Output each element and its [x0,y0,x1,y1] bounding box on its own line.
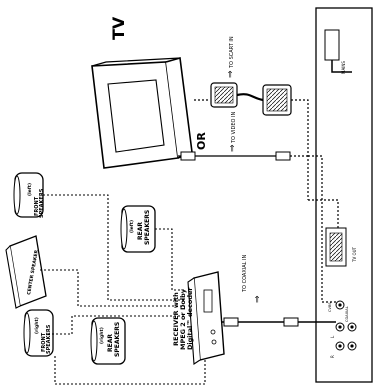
scart-plug-player [262,84,292,116]
coaxial-plug-receiver [223,317,239,327]
audio-r-label: R [330,355,335,358]
cvbs-label: CVBS [328,302,332,312]
scart-plug-tv [210,82,238,108]
front-left-name-2: SPEAKERS [39,188,45,218]
rear-right-speaker [90,317,126,365]
player-rear-panel: MAINS TV OUT CVBS COAXIAL L R [315,7,373,383]
coaxial-arrow: ⇒ [253,295,263,303]
tv-label: TV [109,16,128,40]
receiver-line-3: Digital™ decoder [186,287,194,350]
rear-right-name-2: SPEAKERS [114,322,121,357]
audio-l-label: L [330,335,335,338]
or-label: OR [195,132,208,150]
mains-label: MAINS [341,61,346,74]
front-left-name-1: FRONT [34,196,40,216]
coaxial-plug-player [283,317,299,327]
wire-front-right [48,315,185,335]
scart-arrow: ⇒ [226,70,236,78]
receiver-unit [187,271,225,365]
front-left-speaker [13,172,44,218]
front-right-name-2: SPEAKERS [46,324,52,354]
coaxial-port-label: COAXIAL [345,306,349,322]
guide-to-scart-port [308,199,339,228]
wire-rear-right [54,340,206,385]
tv-illustration [91,56,193,169]
front-right-side-label: (right) [34,317,40,334]
front-left-side-label: (left) [27,183,33,196]
rear-right-name-1: REAR [107,334,114,352]
wire-rear-left [155,228,185,291]
scart-port-label: TV OUT [352,246,357,263]
receiver-line-2: MPEG 2 or Dolby [179,288,187,350]
video-plug-tv [180,151,196,161]
video-arrow: ⇒ [228,144,238,152]
coaxial-connection-label: TO COAXIAL IN [242,254,248,293]
rear-left-name-1: REAR [137,222,144,240]
center-speaker [5,235,47,309]
rear-left-side-label: (left) [129,220,135,233]
rear-right-side-label: (right) [99,327,105,344]
front-right-speaker [23,309,54,357]
front-right-name-1: FRONT [41,332,47,352]
scart-connection-label: TO SCART IN [229,36,235,69]
video-connection-label: TO VIDEO IN [231,112,237,144]
receiver-line-1: RECEIVER with [172,292,180,346]
rear-left-name-2: SPEAKERS [144,210,151,245]
video-plug-player [275,151,291,161]
guide-scart-player [291,99,309,200]
scart-cable [236,93,264,102]
wire-front-left [43,194,185,301]
wire-center [40,269,185,307]
